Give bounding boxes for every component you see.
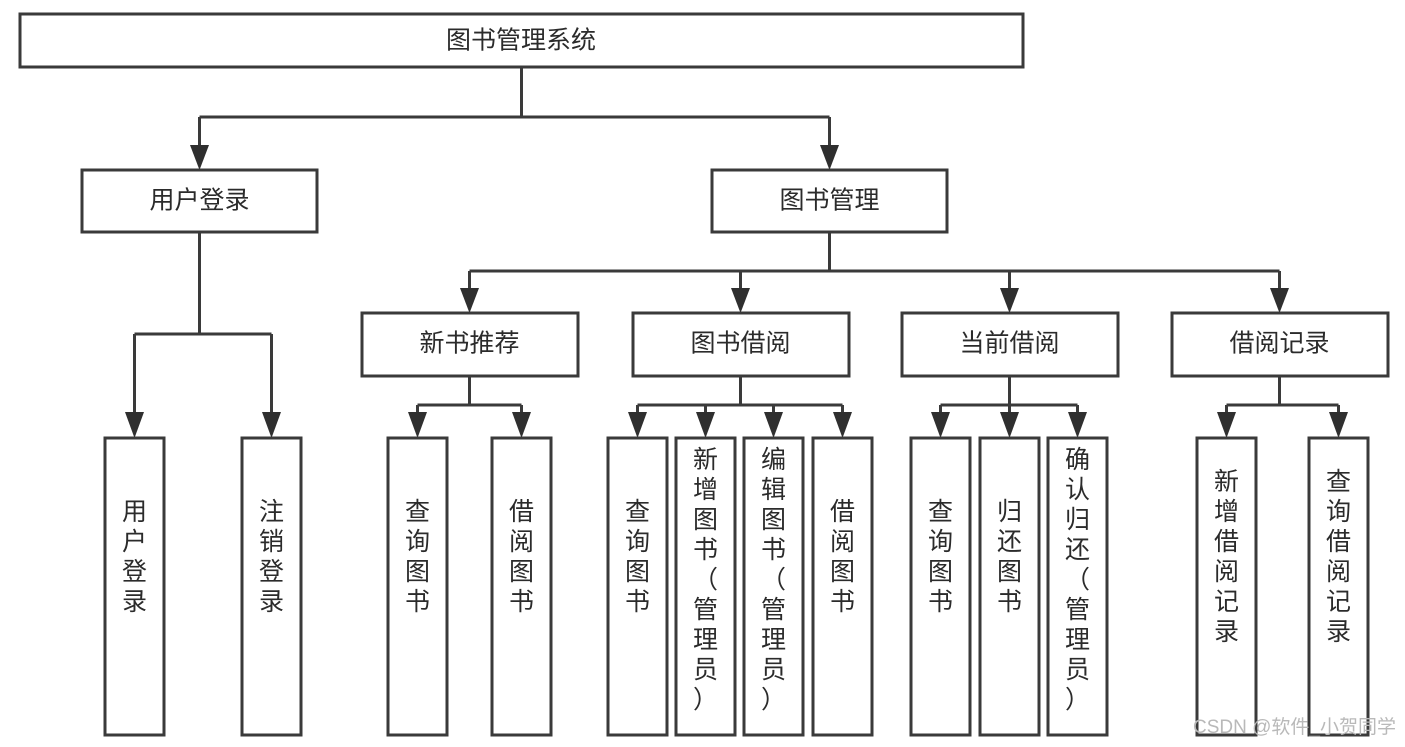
node-leaf-return-book[interactable]: 归还图书: [978, 436, 1041, 737]
node-root[interactable]: 图书管理系统: [18, 12, 1025, 69]
arrow-head-icon: [628, 412, 647, 438]
node-leaf-edit-book[interactable]: 编辑图书（管理员）: [742, 436, 805, 737]
connector-group-current-borrow: [931, 376, 1087, 438]
node-book-borrow-box[interactable]: [631, 311, 851, 378]
node-leaf-borrow-book-1-box[interactable]: [490, 436, 553, 737]
node-borrow-record-label: 借阅记录: [1229, 330, 1329, 358]
node-leaf-return-book-box[interactable]: [978, 436, 1041, 737]
node-leaf-borrow-book-2-box[interactable]: [811, 436, 874, 737]
node-leaf-query-book-3[interactable]: 查询图书: [909, 436, 972, 737]
node-borrow-record[interactable]: 借阅记录: [1170, 311, 1390, 378]
connector-group-borrow-record: [1217, 376, 1348, 438]
arrow-head-icon: [125, 412, 144, 438]
arrow-head-icon: [696, 412, 715, 438]
node-leaf-query-record[interactable]: 查询借阅记录: [1307, 436, 1370, 737]
node-user-login-label: 用户登录: [149, 187, 249, 215]
node-leaf-return-book-label: 归还图书: [997, 498, 1022, 616]
node-leaf-add-record-box[interactable]: [1195, 436, 1258, 737]
node-leaf-query-book-2-box[interactable]: [606, 436, 669, 737]
node-book-borrow[interactable]: 图书借阅: [631, 311, 851, 378]
node-leaf-add-record[interactable]: 新增借阅记录: [1195, 436, 1258, 737]
node-leaf-user-logout-box[interactable]: [240, 436, 303, 737]
node-leaf-query-book-2-label: 查询图书: [625, 498, 650, 616]
node-leaf-borrow-book-1-label: 借阅图书: [509, 498, 534, 616]
arrow-head-icon: [1000, 288, 1019, 313]
node-leaf-confirm-return-label: 确认归还（管理员）: [1065, 446, 1090, 714]
arrow-head-icon: [1217, 412, 1236, 438]
arrow-head-icon: [512, 412, 531, 438]
arrow-head-icon: [408, 412, 427, 438]
arrow-head-icon: [764, 412, 783, 438]
arrow-head-icon: [931, 412, 950, 438]
arrow-head-icon: [833, 412, 852, 438]
arrow-head-icon: [1270, 288, 1289, 313]
node-leaf-user-login-box[interactable]: [103, 436, 166, 737]
node-leaf-query-book-1[interactable]: 查询图书: [386, 436, 449, 737]
node-leaf-user-login[interactable]: 用户登录: [103, 436, 166, 737]
connector-group-new-book-recommend: [408, 376, 531, 438]
arrow-head-icon: [820, 145, 839, 170]
connector-group-book-borrow: [628, 376, 852, 438]
node-leaf-query-book-1-box[interactable]: [386, 436, 449, 737]
node-borrow-record-box[interactable]: [1170, 311, 1390, 378]
node-leaf-add-record-label: 新增借阅记录: [1214, 468, 1239, 646]
node-leaf-add-book[interactable]: 新增图书（管理员）: [674, 436, 737, 737]
arrow-head-icon: [262, 412, 281, 438]
node-new-book-recommend-label: 新书推荐: [419, 330, 519, 358]
node-leaf-edit-book-label: 编辑图书（管理员）: [761, 446, 786, 714]
node-book-manage-label: 图书管理: [779, 187, 879, 215]
node-book-manage[interactable]: 图书管理: [710, 168, 949, 234]
node-user-login-box[interactable]: [80, 168, 319, 234]
node-leaf-edit-book-box[interactable]: [742, 436, 805, 737]
node-leaf-user-logout[interactable]: 注销登录: [240, 436, 303, 737]
arrow-head-icon: [460, 288, 479, 313]
connector-group-book-manage: [460, 232, 1289, 313]
node-leaf-user-login-label: 用户登录: [122, 498, 147, 616]
node-root-box[interactable]: [18, 12, 1025, 69]
node-root-label: 图书管理系统: [446, 27, 596, 55]
watermark-label: CSDN @软件_小贺同学: [1193, 716, 1396, 738]
node-book-manage-box[interactable]: [710, 168, 949, 234]
node-leaf-add-book-label: 新增图书（管理员）: [693, 446, 718, 714]
node-leaf-borrow-book-1[interactable]: 借阅图书: [490, 436, 553, 737]
node-new-book-recommend[interactable]: 新书推荐: [360, 311, 580, 378]
connector-group-user-login: [125, 232, 281, 438]
arrow-head-icon: [1068, 412, 1087, 438]
node-leaf-query-book-2[interactable]: 查询图书: [606, 436, 669, 737]
node-leaf-query-record-box[interactable]: [1307, 436, 1370, 737]
node-new-book-recommend-box[interactable]: [360, 311, 580, 378]
node-leaf-query-book-1-label: 查询图书: [405, 498, 430, 616]
node-user-login[interactable]: 用户登录: [80, 168, 319, 234]
arrow-head-icon: [1000, 412, 1019, 438]
node-leaf-confirm-return-box[interactable]: [1046, 436, 1109, 737]
node-leaf-borrow-book-2-label: 借阅图书: [830, 498, 855, 616]
node-leaf-user-logout-label: 注销登录: [259, 498, 284, 616]
node-leaf-add-book-box[interactable]: [674, 436, 737, 737]
arrow-head-icon: [731, 288, 750, 313]
node-leaf-query-book-3-box[interactable]: [909, 436, 972, 737]
node-current-borrow[interactable]: 当前借阅: [900, 311, 1120, 378]
node-current-borrow-box[interactable]: [900, 311, 1120, 378]
node-leaf-confirm-return[interactable]: 确认归还（管理员）: [1046, 436, 1109, 737]
arrow-head-icon: [1329, 412, 1348, 438]
node-leaf-borrow-book-2[interactable]: 借阅图书: [811, 436, 874, 737]
connector-group-root: [190, 67, 839, 170]
node-leaf-query-book-3-label: 查询图书: [928, 498, 953, 616]
node-book-borrow-label: 图书借阅: [690, 330, 790, 358]
node-leaf-query-record-label: 查询借阅记录: [1326, 468, 1351, 646]
arrow-head-icon: [190, 145, 209, 170]
node-current-borrow-label: 当前借阅: [959, 330, 1059, 358]
